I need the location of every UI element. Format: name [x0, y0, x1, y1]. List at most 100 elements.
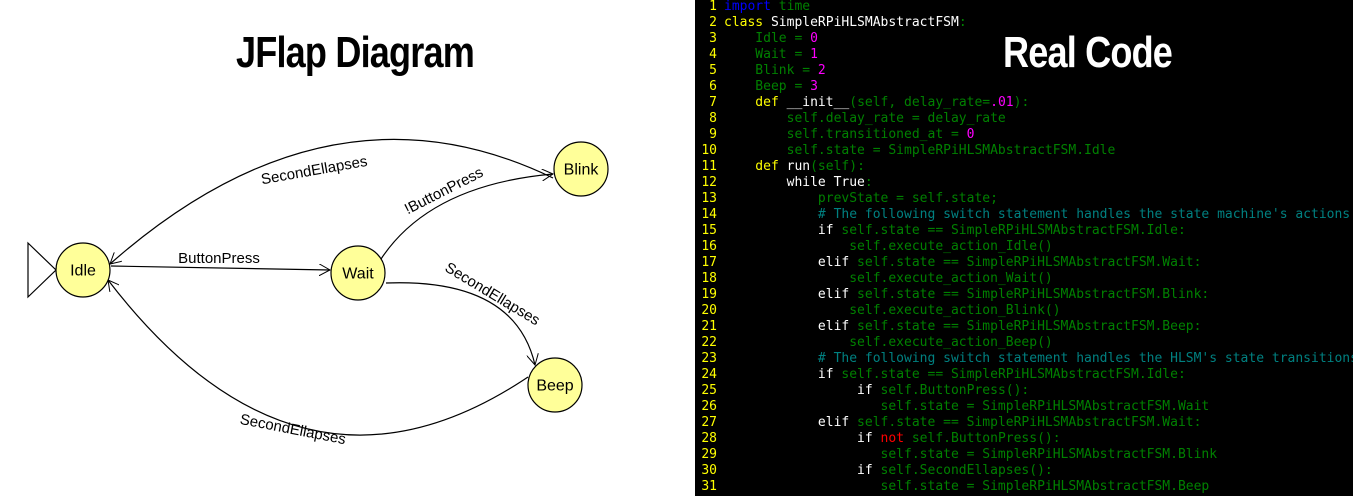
line-number: 27 — [701, 415, 717, 430]
code-token: if — [724, 431, 873, 446]
line-number: 5 — [709, 63, 717, 78]
edge-blink-idle — [110, 138, 554, 264]
code-token: 3 — [810, 79, 818, 94]
line-number: 30 — [701, 463, 717, 478]
line-number: 6 — [709, 79, 717, 94]
code-token: if — [724, 383, 873, 398]
code-line: 18 self.execute_action_Wait() — [695, 271, 1353, 287]
code-line: 7 def __init__(self, delay_rate=.01): — [695, 95, 1353, 111]
code-line: 4 Wait = 1 — [695, 47, 1353, 63]
code-token: self.state = SimpleRPiHLSMAbstractFSM.Be… — [724, 479, 1210, 494]
code-token: self.state == SimpleRPiHLSMAbstractFSM.B… — [849, 287, 1210, 302]
code-token: time — [770, 0, 811, 14]
line-number: 17 — [701, 255, 717, 270]
code-token: (self): — [810, 159, 865, 174]
code-line: 25 if self.ButtonPress(): — [695, 383, 1353, 399]
code-token: elif — [724, 415, 850, 430]
line-number: 24 — [701, 367, 717, 382]
code-token: 2 — [817, 63, 826, 78]
code-line: 19 elif self.state == SimpleRPiHLSMAbstr… — [695, 287, 1353, 303]
code-token: 1 — [810, 47, 818, 62]
state-beep[interactable]: Beep — [527, 357, 583, 413]
code-token: self.execute_action_Beep() — [724, 335, 1053, 350]
code-token: ): — [1013, 95, 1030, 110]
code-token: def — [724, 159, 779, 174]
code-line: 14 # The following switch statement hand… — [695, 207, 1353, 223]
code-token: Blink = — [724, 63, 818, 78]
code-token: if — [724, 463, 873, 478]
line-number: 29 — [701, 447, 717, 462]
code-line: 30 if self.SecondEllapses(): — [695, 463, 1353, 479]
code-token: def — [724, 95, 779, 110]
code-line: 6 Beep = 3 — [695, 79, 1353, 95]
code-token: : — [864, 175, 873, 190]
line-number: 15 — [701, 223, 717, 238]
state-diagram: ButtonPress !ButtonPress SecondEllapses … — [27, 138, 609, 448]
code-token: self.ButtonPress(): — [904, 431, 1061, 446]
line-number: 23 — [701, 351, 717, 366]
code-token: : — [958, 15, 967, 30]
edge-label-wait-blink: !ButtonPress — [402, 164, 486, 218]
code-line: 28 if not self.ButtonPress(): — [695, 431, 1353, 447]
code-token: self.delay_rate = delay_rate — [724, 111, 1006, 126]
code-token: self.state == SimpleRPiHLSMAbstractFSM.I… — [833, 367, 1186, 382]
code-token: Wait = — [724, 47, 811, 62]
line-number: 7 — [709, 95, 717, 110]
code-token: # The following switch statement handles… — [724, 207, 1351, 222]
line-number: 14 — [701, 207, 717, 222]
code-line: 20 self.execute_action_Blink() — [695, 303, 1353, 319]
line-number: 12 — [701, 175, 717, 190]
code-token: self.transitioned_at = — [724, 127, 967, 142]
code-line: 26 self.state = SimpleRPiHLSMAbstractFSM… — [695, 399, 1353, 415]
state-label: Wait — [342, 266, 374, 283]
line-number: 19 — [701, 287, 717, 302]
code-token: if — [724, 223, 834, 238]
edge-idle-wait — [110, 266, 330, 270]
state-blink[interactable]: Blink — [553, 141, 609, 197]
line-number: 11 — [701, 159, 717, 174]
diagram-panel: ButtonPress !ButtonPress SecondEllapses … — [27, 28, 609, 449]
code-line: 15 if self.state == SimpleRPiHLSMAbstrac… — [695, 223, 1353, 239]
code-token: self.state == SimpleRPiHLSMAbstractFSM.B… — [849, 319, 1202, 334]
code-line: 13 prevState = self.state; — [695, 191, 1353, 207]
line-number: 26 — [701, 399, 717, 414]
code-token: self.execute_action_Blink() — [724, 303, 1061, 318]
edge-beep-idle — [108, 280, 529, 436]
code-token: 0 — [966, 127, 975, 142]
code-line: 21 elif self.state == SimpleRPiHLSMAbstr… — [695, 319, 1353, 335]
edge-wait-beep — [385, 282, 535, 365]
edge-label-blink-idle: SecondEllapses — [260, 153, 369, 188]
code-token: prevState = self.state; — [724, 191, 998, 206]
edge-label-wait-beep: SecondEllapses — [442, 259, 543, 329]
state-label: Beep — [536, 378, 573, 395]
line-number: 1 — [709, 0, 717, 14]
code-token: self.state == SimpleRPiHLSMAbstractFSM.W… — [849, 255, 1202, 270]
code-token: 0 — [810, 31, 818, 46]
line-number: 9 — [709, 127, 717, 142]
line-number: 4 — [709, 47, 717, 62]
code-line: 12 while True: — [695, 175, 1353, 191]
code-token: if — [724, 367, 834, 382]
line-number: 25 — [701, 383, 717, 398]
line-number: 20 — [701, 303, 717, 318]
code-token: SimpleRPiHLSMAbstractFSM — [763, 15, 959, 30]
diagram-title: JFlap Diagram — [236, 28, 475, 77]
line-number: 18 — [701, 271, 717, 286]
line-number: 13 — [701, 191, 717, 206]
state-label: Idle — [70, 263, 96, 280]
code-line: 9 self.transitioned_at = 0 — [695, 127, 1353, 143]
state-label: Blink — [564, 162, 600, 179]
code-token: elif — [724, 255, 850, 270]
code-line: 31 self.state = SimpleRPiHLSMAbstractFSM… — [695, 479, 1353, 495]
code-line: 5 Blink = 2 — [695, 63, 1353, 79]
state-wait[interactable]: Wait — [330, 245, 386, 301]
code-line: 24 if self.state == SimpleRPiHLSMAbstrac… — [695, 367, 1353, 383]
state-idle[interactable]: Idle — [55, 242, 111, 298]
code-token: self.execute_action_Idle() — [724, 239, 1053, 254]
code-token: while True — [724, 175, 865, 190]
code-line: 29 self.state = SimpleRPiHLSMAbstractFSM… — [695, 447, 1353, 463]
code-line: 23 # The following switch statement hand… — [695, 351, 1353, 367]
